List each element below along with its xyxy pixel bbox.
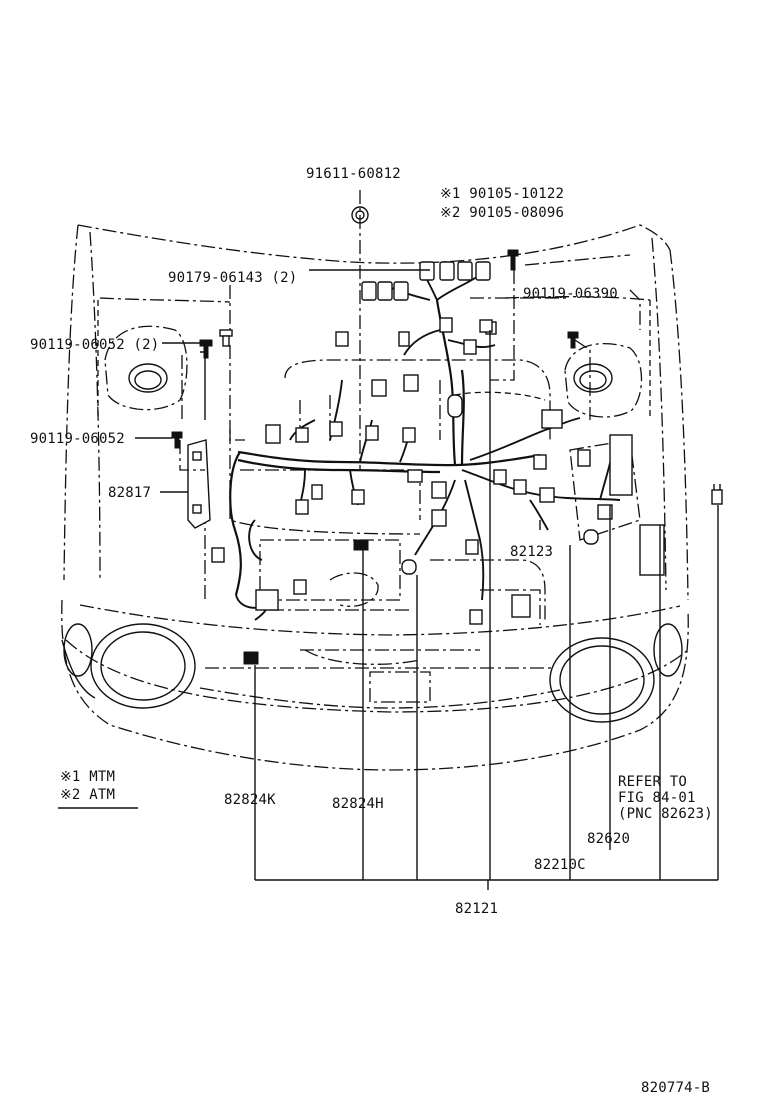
screw-icon: [219, 329, 233, 347]
connector-icon: [402, 427, 416, 443]
connector-icon: [407, 469, 423, 483]
connector-icon: [513, 479, 527, 495]
connector-icon: [295, 427, 309, 443]
connector-icon: [539, 487, 555, 503]
bolt-icon: [507, 249, 519, 271]
connector-icon: [597, 504, 613, 520]
screw-icon: [199, 339, 213, 359]
clip-icon: [353, 539, 369, 551]
connector-icon: [393, 281, 409, 301]
connector-icon: [431, 481, 447, 499]
connector-icon: [431, 509, 447, 527]
part-label-90119-06052-2: 90119-06052 (2): [30, 337, 160, 353]
part-label-90105-mtm: ※1 90105-10122: [440, 186, 565, 202]
part-label-82210C: 82210C: [534, 857, 586, 873]
part-label-82824H: 82824H: [332, 796, 384, 812]
part-label-82620: 82620: [587, 831, 631, 847]
connector-icon: [583, 529, 599, 545]
screw-icon: [171, 431, 183, 449]
connector-icon: [457, 261, 473, 281]
connector-icon: [398, 331, 410, 347]
strut-tower-right: [564, 342, 643, 418]
connector-icon: [419, 261, 435, 281]
connector-icon: [351, 489, 365, 505]
body-outline: [61, 296, 689, 771]
clip-icon: [711, 484, 723, 505]
connector-icon: [609, 434, 633, 496]
connector-icon: [361, 281, 377, 301]
connector-icon: [403, 374, 419, 392]
connector-icon: [465, 539, 479, 555]
connector-icon: [311, 484, 323, 500]
connector-icon: [463, 339, 477, 355]
connector-icon: [293, 579, 307, 595]
screw-icon: [567, 331, 579, 349]
part-label-90105-atm: ※2 90105-08096: [440, 205, 565, 221]
headlight-right: [549, 623, 683, 723]
connector-icon: [265, 424, 281, 444]
bracket-82817: [187, 439, 211, 529]
connector-icon: [211, 547, 225, 563]
part-label-90119-06052: 90119-06052: [30, 431, 125, 447]
part-label-82123: 82123: [510, 544, 554, 560]
headlight-left: [61, 623, 196, 709]
connector-icon: [295, 499, 309, 515]
clip-icon: [243, 651, 259, 665]
connector-icon: [255, 589, 279, 611]
hood-outline: [63, 224, 689, 601]
connector-icon: [447, 394, 463, 418]
part-label-90119-06390: 90119-06390: [523, 286, 618, 302]
connector-icon: [511, 594, 531, 618]
clip-icon: [479, 319, 493, 333]
connector-icon: [439, 317, 453, 333]
connector-icon: [493, 469, 507, 485]
refer-note-line1: REFER TO: [618, 774, 688, 790]
part-label-82824K: 82824K: [224, 792, 276, 808]
connector-icon: [377, 281, 393, 301]
connector-icon: [401, 559, 417, 575]
part-label-82817: 82817: [108, 485, 152, 501]
figure-id: 820774-B: [641, 1080, 711, 1096]
engine-block: [204, 359, 641, 703]
legend-mtm: ※1 MTM: [60, 769, 116, 785]
legend-atm: ※2 ATM: [60, 787, 116, 803]
connector-icon: [577, 449, 591, 467]
connector-icon: [475, 261, 491, 281]
part-label-82121: 82121: [455, 901, 499, 917]
strut-tower-left: [104, 325, 188, 411]
connector-icon: [335, 331, 349, 347]
part-label-91611: 91611-60812: [306, 166, 401, 182]
connector-icon: [365, 425, 379, 441]
connector-icon: [329, 421, 343, 437]
connectors: [211, 261, 665, 625]
refer-note-line2: FIG 84-01: [618, 790, 696, 806]
refer-note-line3: (PNC 82623): [618, 806, 713, 822]
connector-icon: [439, 261, 455, 281]
wire-harness: [229, 267, 621, 621]
connector-icon: [541, 409, 563, 429]
connector-icon: [469, 609, 483, 625]
connector-icon: [533, 454, 547, 470]
leader-lines: [58, 190, 719, 890]
connector-icon: [371, 379, 387, 397]
part-label-90179: 90179-06143 (2): [168, 270, 298, 286]
